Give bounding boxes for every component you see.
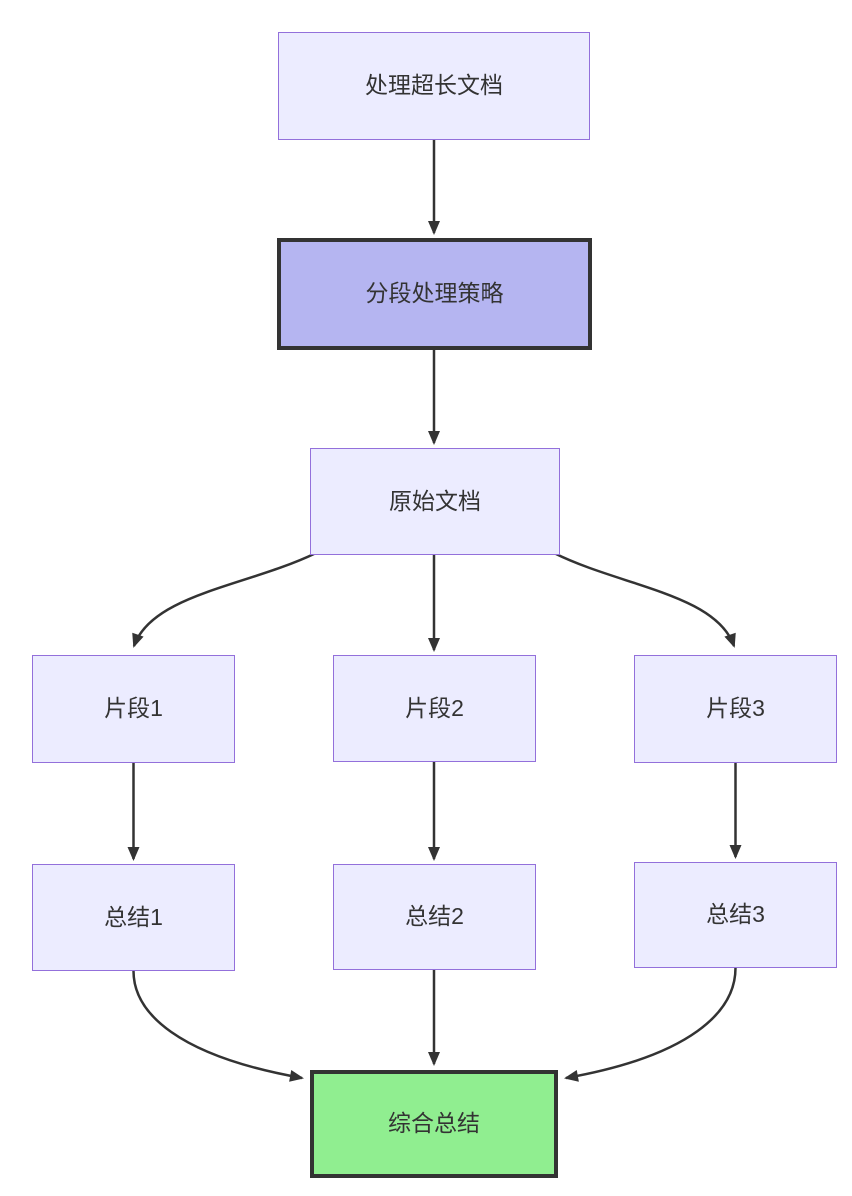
node-segmentation-strategy: 分段处理策略 — [277, 238, 592, 350]
node-summary-3: 总结3 — [634, 862, 837, 968]
node-original-document: 原始文档 — [310, 448, 560, 555]
edge-i-j — [564, 967, 737, 1082]
node-fragment-3: 片段3 — [634, 655, 837, 763]
node-process-long-doc: 处理超长文档 — [278, 32, 590, 140]
edge-c-d — [132, 551, 317, 648]
node-final-summary: 综合总结 — [310, 1070, 558, 1178]
node-fragment-1: 片段1 — [32, 655, 235, 763]
node-summary-2: 总结2 — [333, 864, 536, 970]
node-summary-1: 总结1 — [32, 864, 235, 971]
edge-g-j — [132, 970, 304, 1082]
edge-c-f — [553, 551, 736, 648]
node-fragment-2: 片段2 — [333, 655, 536, 762]
